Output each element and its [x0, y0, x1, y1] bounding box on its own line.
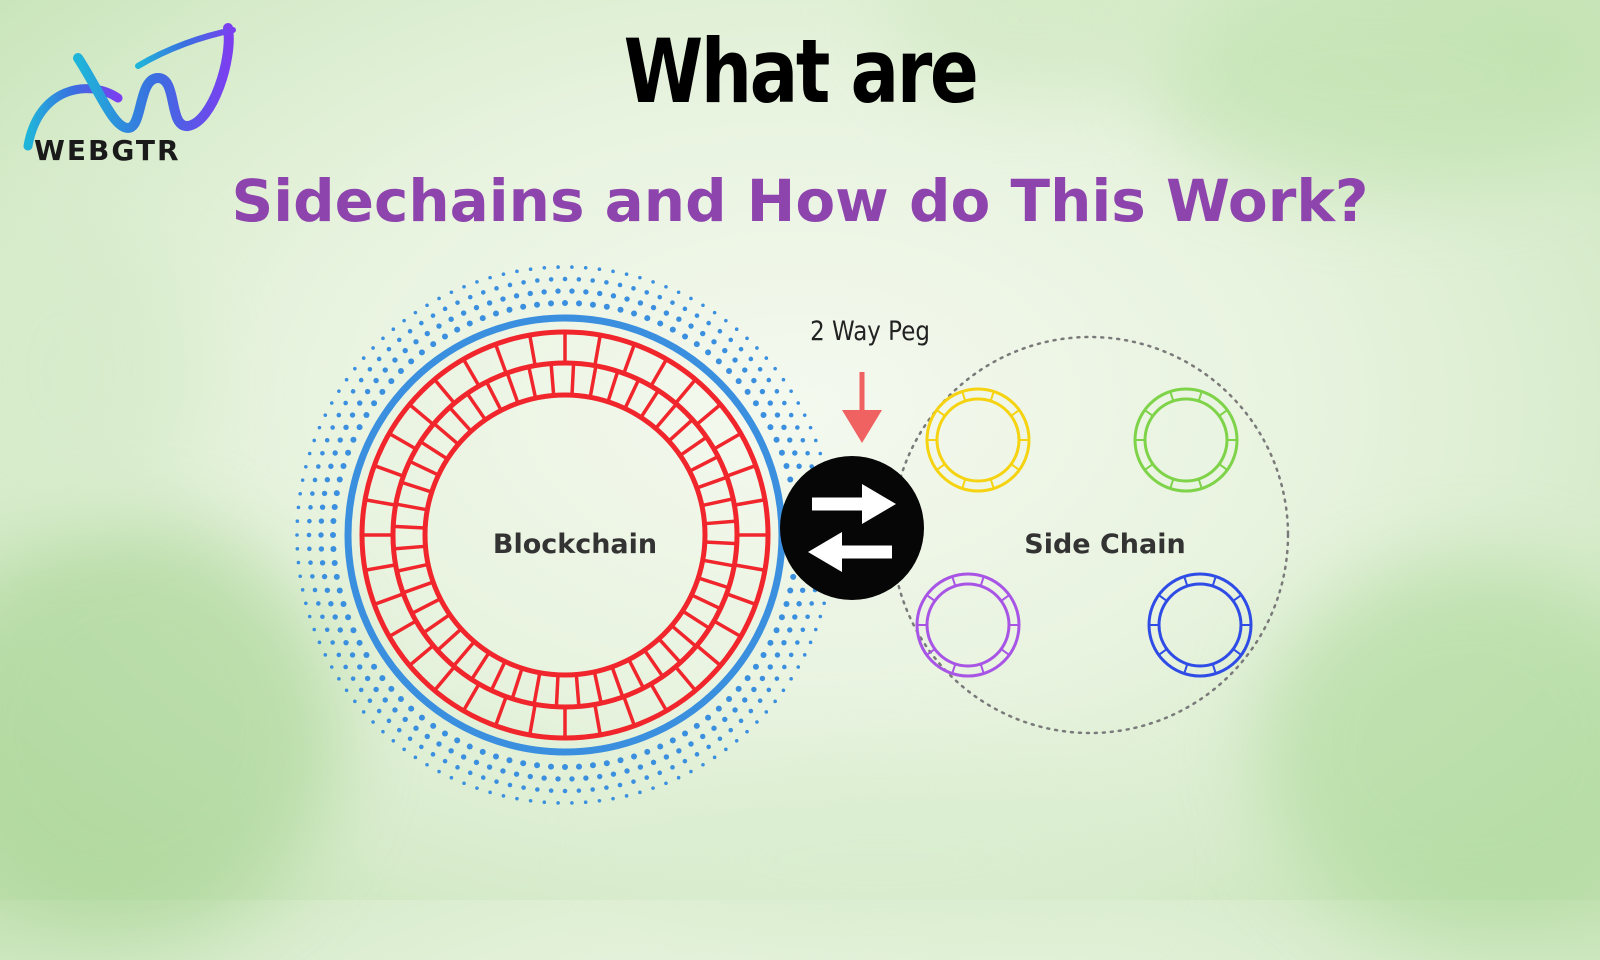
sidechain-label: Side Chain	[1024, 529, 1186, 560]
sidechain-boundary	[890, 335, 1290, 735]
bg-blob	[0, 220, 200, 520]
webgtr-logo	[23, 23, 236, 151]
blockchain-label: Blockchain	[492, 529, 658, 560]
down-arrow-icon	[842, 372, 882, 443]
sidechain-diagram	[295, 265, 1290, 805]
blockchain-ring	[359, 329, 771, 741]
exchange-arrows-icon	[780, 456, 924, 600]
sidechain-rings	[915, 387, 1253, 678]
bg-blob	[0, 520, 340, 940]
logo-text: WEBGTR	[34, 134, 181, 167]
page-title: What are	[623, 20, 979, 123]
dotted-halo	[295, 265, 835, 805]
page-subtitle: Sidechains and How do This Work?	[231, 167, 1369, 235]
peg-label: 2 Way Peg	[810, 316, 930, 347]
bg-blob	[1260, 560, 1600, 940]
bg-blob	[1150, 0, 1600, 190]
